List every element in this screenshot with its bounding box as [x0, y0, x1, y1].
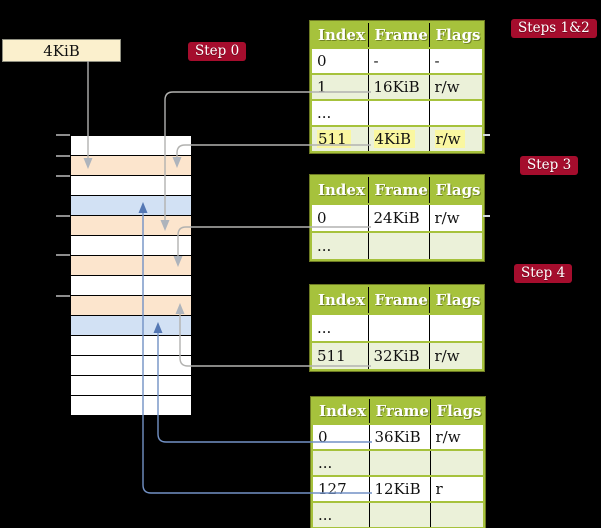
- table-cell: 1: [311, 73, 368, 100]
- table-cell: r/w: [428, 73, 483, 100]
- table-cell: [429, 449, 484, 476]
- memory-frame-table: [71, 256, 191, 276]
- column-header-index: Index: [311, 286, 368, 314]
- table-cell: [367, 99, 429, 126]
- root-pointer-box: 4KiB: [2, 39, 121, 62]
- table-cell: r: [429, 475, 484, 502]
- table-cell: 36KiB: [368, 423, 430, 450]
- badge-step-0: Step 0: [188, 42, 247, 61]
- wire-stub: [483, 134, 490, 136]
- table-cell: 0: [311, 203, 368, 232]
- table-cell: 24KiB: [367, 203, 429, 232]
- column-header-index: Index: [311, 176, 368, 204]
- table-cell: -: [428, 47, 483, 74]
- wire-stub: [483, 215, 490, 217]
- memory-frame-free: [71, 356, 191, 376]
- table-cell: 511: [311, 341, 368, 370]
- column-header-flags: Flags: [428, 176, 483, 204]
- table-row: 0--: [311, 47, 483, 74]
- memory-frame-free: [71, 396, 191, 415]
- column-header-index: Index: [311, 22, 368, 48]
- table-cell: [428, 99, 483, 126]
- table-cell: [368, 449, 430, 476]
- table-cell: ...: [312, 501, 369, 528]
- column-header-frame: Frame: [368, 398, 430, 424]
- table-cell: 0: [311, 47, 368, 74]
- table-cell: r/w: [428, 341, 483, 370]
- memory-frame-free: [71, 236, 191, 256]
- table-cell: 4KiB: [367, 125, 429, 152]
- table-cell: [429, 501, 484, 528]
- memory-frame-free: [71, 136, 191, 156]
- table-cell: 511: [311, 125, 368, 152]
- table-cell: ...: [311, 313, 368, 342]
- table-row: ...: [311, 231, 483, 260]
- table-cell: 16KiB: [367, 73, 429, 100]
- memory-frame-free: [71, 176, 191, 196]
- table-cell: r/w: [429, 423, 484, 450]
- frame-tick: [56, 155, 70, 157]
- table-cell: [367, 313, 429, 342]
- badge-step-4: Step 4: [514, 264, 573, 283]
- highlighted-value: 511: [317, 130, 351, 148]
- table-cell: ...: [311, 99, 368, 126]
- table-row: ...: [311, 313, 483, 342]
- column-header-frame: Frame: [367, 286, 429, 314]
- memory-frame-free: [71, 336, 191, 356]
- table-cell: r/w: [428, 203, 483, 232]
- table-cell: ...: [312, 449, 369, 476]
- memory-frame-free: [71, 276, 191, 296]
- column-header-flags: Flags: [428, 286, 483, 314]
- table-cell: 0: [312, 423, 369, 450]
- column-header-frame: Frame: [367, 176, 429, 204]
- frame-tick: [56, 215, 70, 217]
- frame-tick: [56, 295, 70, 297]
- table-row: ...: [312, 501, 484, 528]
- table-cell: [428, 313, 483, 342]
- table-cell: r/w: [428, 125, 483, 152]
- memory-frame-free: [71, 376, 191, 396]
- column-header-index: Index: [312, 398, 369, 424]
- table-row: ...: [311, 99, 483, 126]
- table-cell: 32KiB: [367, 341, 429, 370]
- badge-step-3: Step 3: [520, 156, 579, 175]
- memory-frame-table: [71, 216, 191, 236]
- frame-tick: [56, 254, 70, 256]
- root-pointer-label: 4KiB: [43, 41, 80, 60]
- memory-frame-data: [71, 316, 191, 336]
- table-cell: -: [367, 47, 429, 74]
- table-cell: [367, 231, 429, 260]
- table-cell: [368, 501, 430, 528]
- frame-tick: [56, 134, 70, 136]
- column-header-frame: Frame: [367, 22, 429, 48]
- table-row: ...: [312, 449, 484, 476]
- physical-memory-column: [70, 135, 192, 416]
- column-header-flags: Flags: [428, 22, 483, 48]
- frame-tick: [56, 175, 70, 177]
- memory-frame-table: [71, 296, 191, 316]
- column-header-flags: Flags: [429, 398, 484, 424]
- table-cell: 127: [312, 475, 369, 502]
- highlighted-value: r/w: [434, 130, 465, 148]
- table-row: 511 4KiB r/w: [311, 125, 483, 152]
- badge-steps-1-2: Steps 1&2: [511, 19, 597, 38]
- table-cell: 12KiB: [368, 475, 430, 502]
- memory-frame-table: [71, 156, 191, 176]
- memory-frame-data: [71, 196, 191, 216]
- table-cell: [428, 231, 483, 260]
- highlighted-value: 4KiB: [373, 130, 416, 148]
- table-cell: ...: [311, 231, 368, 260]
